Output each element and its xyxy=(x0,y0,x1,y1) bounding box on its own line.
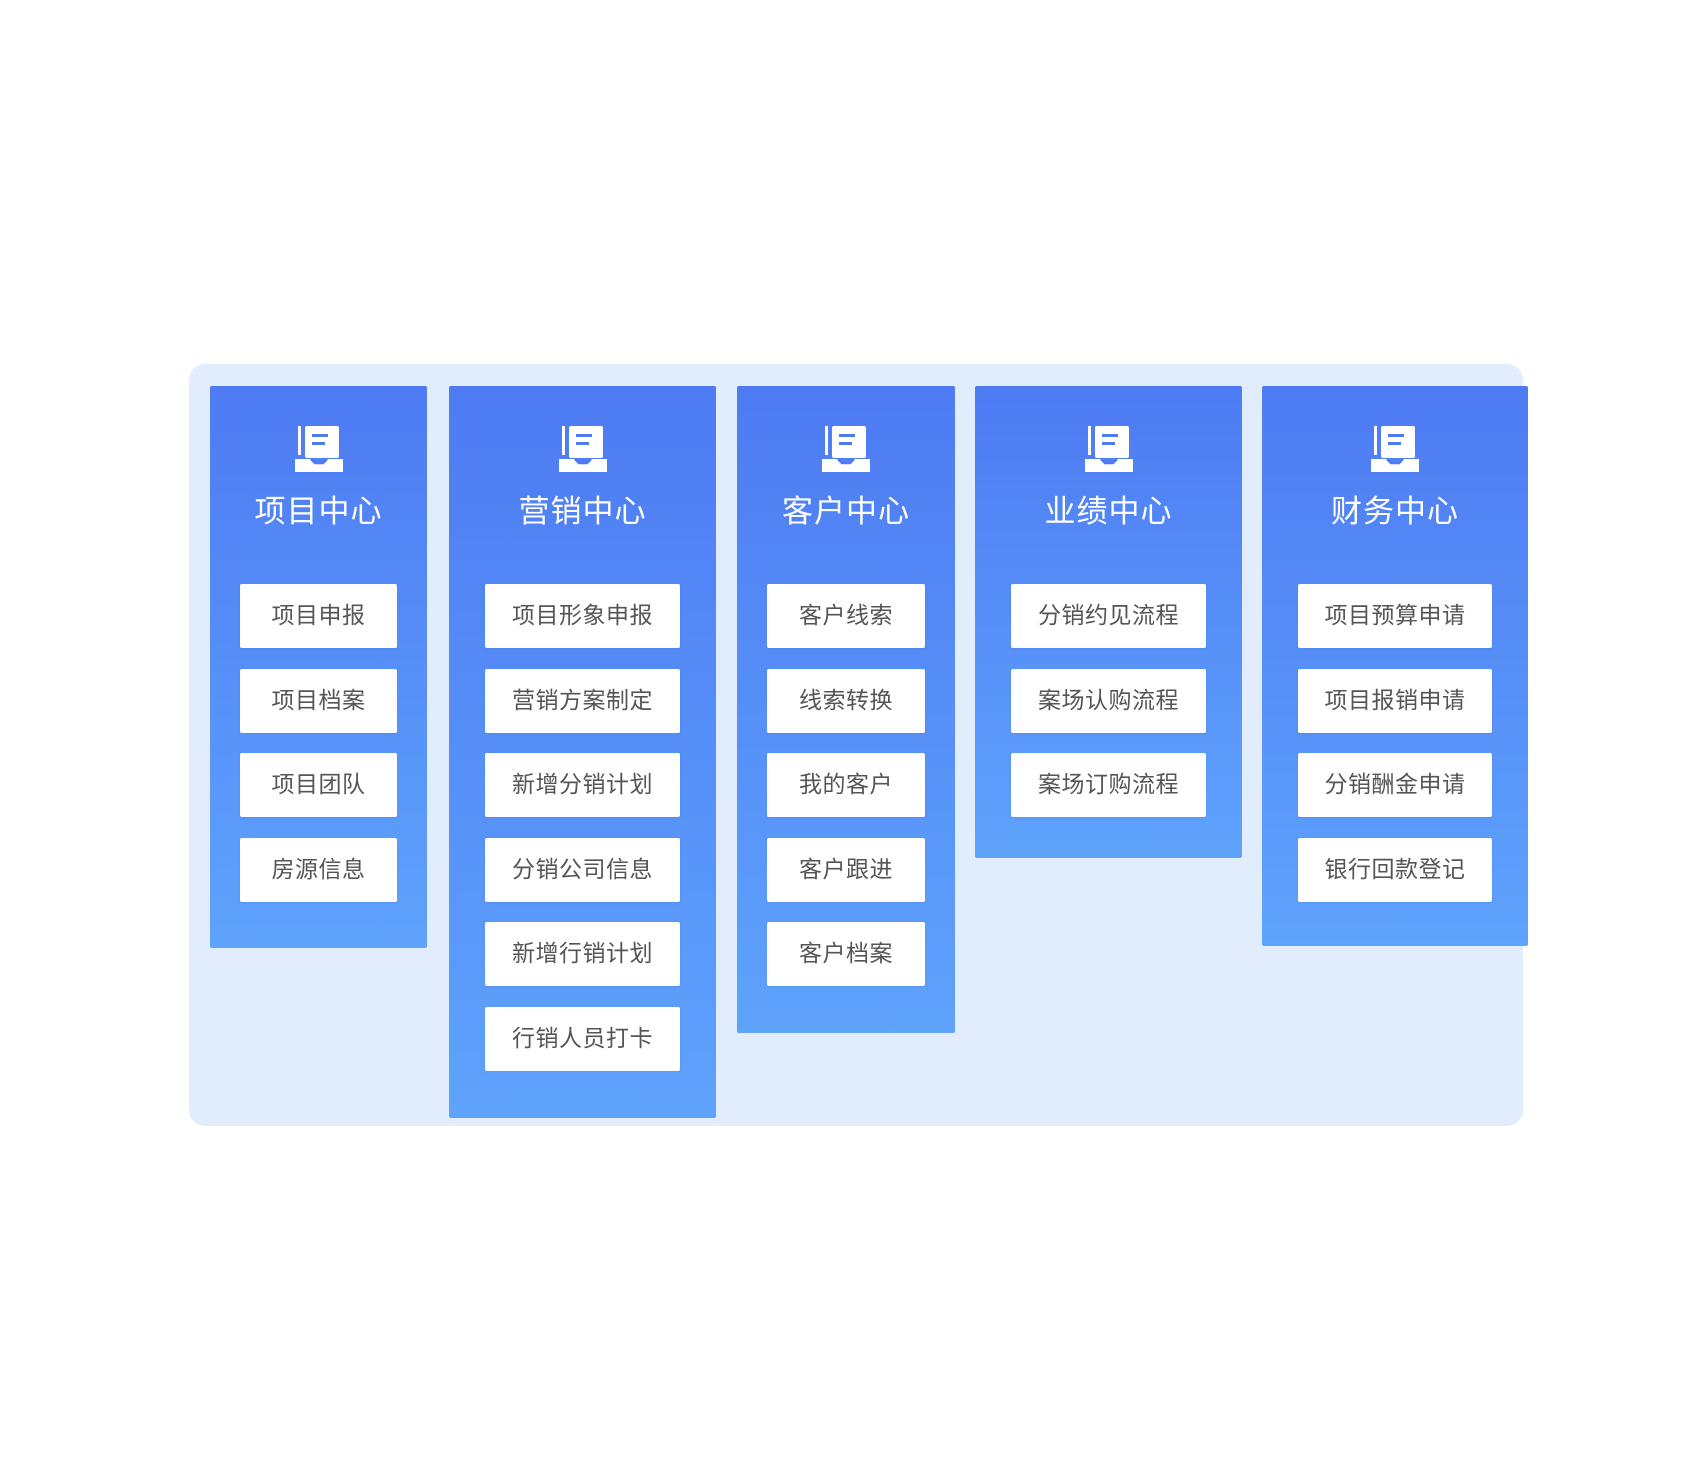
menu-item[interactable]: 项目预算申请 xyxy=(1298,584,1492,648)
menu-item[interactable]: 银行回款登记 xyxy=(1298,837,1492,902)
column-header: 客户中心 xyxy=(737,424,955,532)
menu-item[interactable]: 线索转换 xyxy=(767,668,925,733)
menu-item[interactable]: 案场认购流程 xyxy=(1011,668,1206,733)
document-tray-icon xyxy=(1084,426,1133,472)
menu-item[interactable]: 客户线索 xyxy=(767,584,925,648)
menu-item[interactable]: 案场订购流程 xyxy=(1011,753,1206,817)
column-finance-center: 财务中心 项目预算申请 项目报销申请 分销酬金申请 银行回款登记 xyxy=(1262,386,1528,946)
menu-item[interactable]: 分销约见流程 xyxy=(1011,584,1206,648)
column-items: 项目申报 项目档案 项目团队 房源信息 xyxy=(240,584,397,922)
menu-item[interactable]: 项目档案 xyxy=(240,668,397,733)
menu-item[interactable]: 项目申报 xyxy=(240,584,397,648)
column-header: 项目中心 xyxy=(210,424,427,532)
menu-item[interactable]: 新增分销计划 xyxy=(485,753,680,817)
menu-item[interactable]: 分销酬金申请 xyxy=(1298,753,1492,817)
document-tray-icon xyxy=(558,426,607,472)
column-title: 客户中心 xyxy=(782,494,910,530)
menu-item[interactable]: 客户档案 xyxy=(767,922,925,986)
document-tray-icon xyxy=(294,426,343,472)
column-items: 分销约见流程 案场认购流程 案场订购流程 xyxy=(1011,584,1206,838)
menu-item[interactable]: 新增行销计划 xyxy=(485,922,680,986)
column-title: 营销中心 xyxy=(518,494,647,530)
menu-item[interactable]: 项目形象申报 xyxy=(485,584,680,648)
column-customer-center: 客户中心 客户线索 线索转换 我的客户 客户跟进 客户档案 xyxy=(737,386,955,1033)
column-title: 财务中心 xyxy=(1331,494,1459,530)
menu-item[interactable]: 房源信息 xyxy=(240,837,397,902)
menu-item[interactable]: 我的客户 xyxy=(767,753,925,817)
menu-item[interactable]: 营销方案制定 xyxy=(485,668,680,733)
column-header: 财务中心 xyxy=(1262,424,1528,532)
column-header: 业绩中心 xyxy=(975,424,1242,532)
document-tray-icon xyxy=(1371,426,1419,472)
menu-item[interactable]: 客户跟进 xyxy=(767,837,925,902)
column-marketing-center: 营销中心 项目形象申报 营销方案制定 新增分销计划 分销公司信息 新增行销计划 … xyxy=(449,386,716,1118)
document-tray-icon xyxy=(822,426,870,472)
menu-item[interactable]: 项目团队 xyxy=(240,753,397,817)
column-title: 业绩中心 xyxy=(1044,494,1173,530)
column-items: 项目预算申请 项目报销申请 分销酬金申请 银行回款登记 xyxy=(1298,584,1492,922)
column-performance-center: 业绩中心 分销约见流程 案场认购流程 案场订购流程 xyxy=(975,386,1242,858)
column-project-center: 项目中心 项目申报 项目档案 项目团队 房源信息 xyxy=(210,386,427,948)
column-header: 营销中心 xyxy=(449,424,716,532)
menu-item[interactable]: 项目报销申请 xyxy=(1298,668,1492,733)
menu-item[interactable]: 行销人员打卡 xyxy=(485,1006,680,1071)
column-title: 项目中心 xyxy=(254,494,383,530)
menu-item[interactable]: 分销公司信息 xyxy=(485,837,680,902)
column-items: 客户线索 线索转换 我的客户 客户跟进 客户档案 xyxy=(767,584,925,1007)
column-items: 项目形象申报 营销方案制定 新增分销计划 分销公司信息 新增行销计划 行销人员打… xyxy=(485,584,680,1091)
